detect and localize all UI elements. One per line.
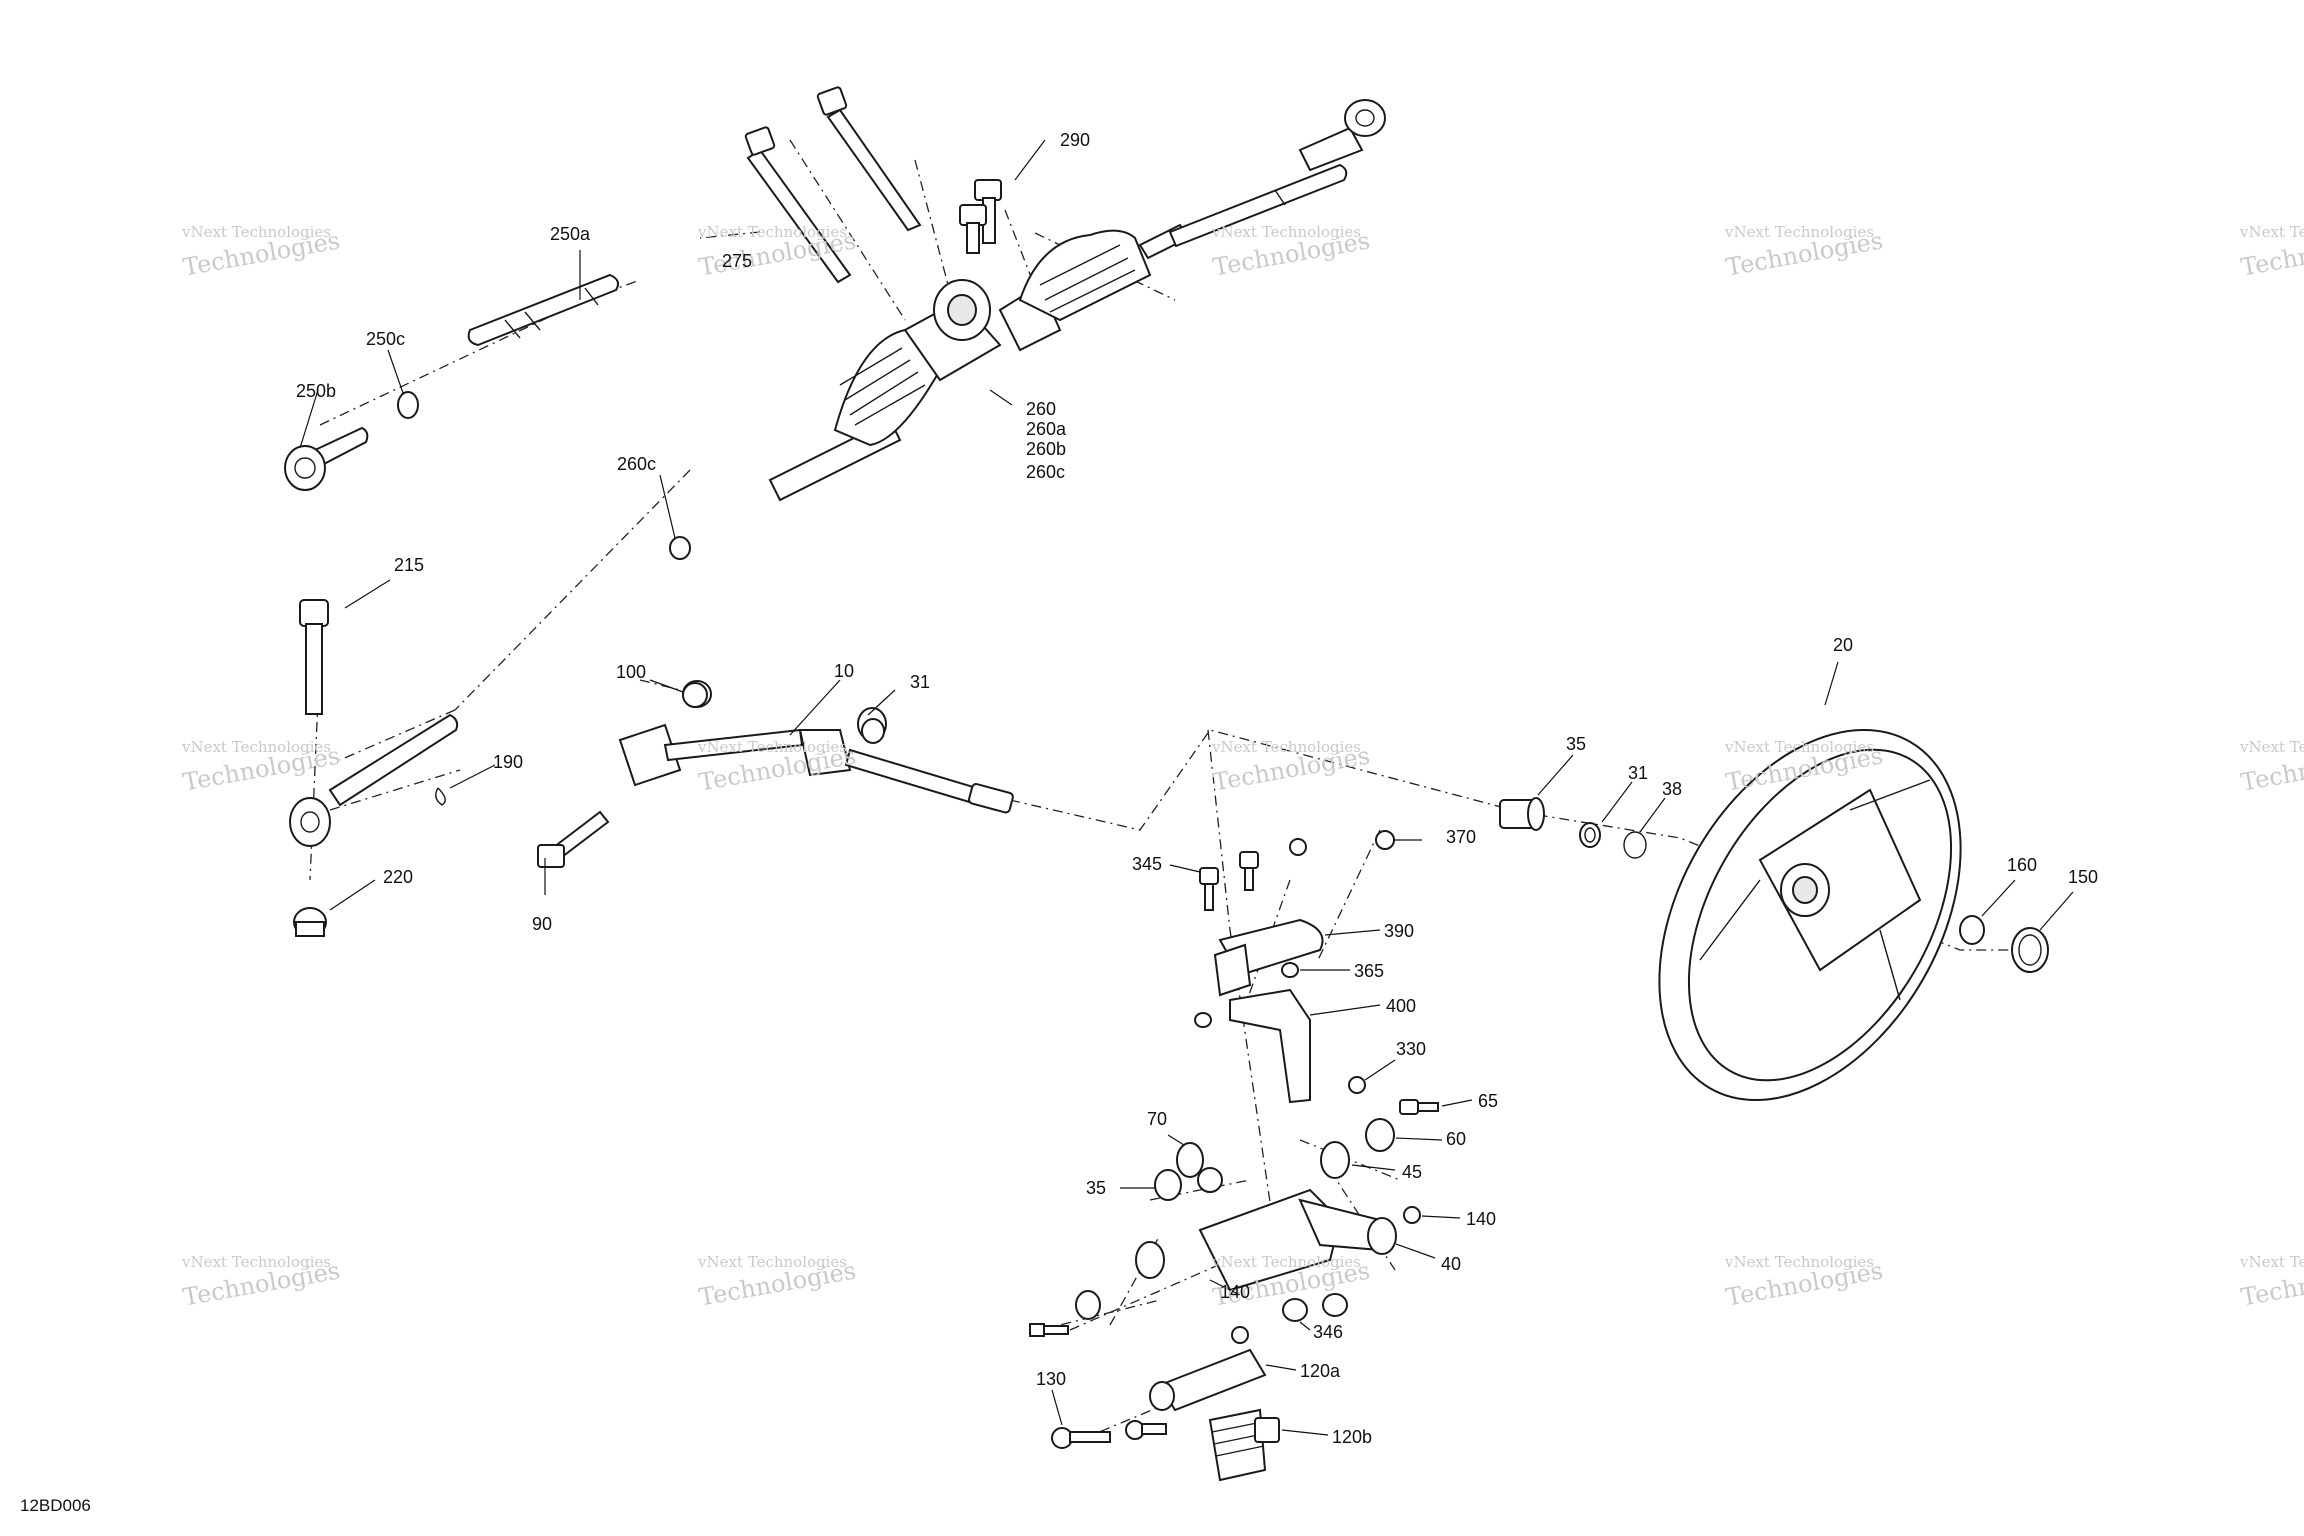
bolt-290 — [959, 179, 1002, 254]
callout-220: 220 — [383, 867, 414, 887]
nut-220 — [293, 907, 327, 937]
bolt-65 — [1399, 1099, 1439, 1115]
callout-260c: 260c — [1026, 462, 1066, 482]
callout-40: 40 — [1441, 1254, 1462, 1274]
tie-rod-end-250b — [284, 426, 369, 491]
plate-400 — [1229, 988, 1311, 1104]
callout-10: 10 — [834, 661, 855, 681]
nuts-346 — [1282, 1293, 1348, 1322]
callout-275: 275 — [722, 251, 753, 271]
callout-260b: 260b — [1026, 439, 1067, 459]
callout-390: 390 — [1384, 921, 1415, 941]
washer-31-upper — [1579, 822, 1601, 848]
callout-60: 60 — [1446, 1129, 1467, 1149]
leader-lines — [299, 139, 2074, 1436]
callout-160: 160 — [2007, 855, 2038, 875]
circlip-38 — [1623, 831, 1647, 859]
callout-100: 100 — [616, 662, 647, 682]
callout-330: 330 — [1396, 1039, 1427, 1059]
cap-150 — [2011, 927, 2049, 973]
bushing-60-45 — [1320, 1118, 1395, 1179]
bracket-40 — [1198, 1188, 1397, 1292]
washers-365 — [1194, 962, 1299, 1028]
callout-346: 346 — [1313, 1322, 1344, 1342]
steering-shaft-10 — [618, 680, 1014, 814]
nut-100 — [682, 682, 708, 708]
callout-140-lower: 140 — [1220, 1282, 1251, 1302]
callout-365: 365 — [1354, 961, 1385, 981]
callout-31-upper: 31 — [1628, 763, 1649, 783]
callout-400: 400 — [1386, 996, 1417, 1016]
callout-215: 215 — [394, 555, 425, 575]
bolt-90 — [537, 810, 610, 868]
boot-120b — [1208, 1408, 1280, 1482]
callout-260c-nut: 260c — [617, 454, 657, 474]
callout-70: 70 — [1147, 1109, 1168, 1129]
callout-38: 38 — [1662, 779, 1683, 799]
steering-wheel-20 — [1658, 729, 1962, 1101]
bolt-215 — [299, 599, 329, 715]
callout-35-upper: 35 — [1566, 734, 1587, 754]
nut-140-right — [1403, 1206, 1421, 1224]
callout-35-lower: 35 — [1086, 1178, 1107, 1198]
callout-260a: 260a — [1026, 419, 1067, 439]
callout-120b: 120b — [1332, 1427, 1373, 1447]
bolts-130 — [1051, 1420, 1167, 1449]
callout-90: 90 — [532, 914, 553, 934]
callout-250a: 250a — [550, 224, 591, 244]
callout-65: 65 — [1478, 1091, 1499, 1111]
callout-260: 260 — [1026, 399, 1057, 419]
callout-140-right: 140 — [1466, 1209, 1497, 1229]
callout-31-shaft: 31 — [910, 672, 931, 692]
diagram-code: 12BD006 — [20, 1496, 91, 1515]
nut-260c — [669, 536, 691, 560]
callout-190: 190 — [493, 752, 524, 772]
bushing-35-upper — [1499, 797, 1545, 831]
callout-345: 345 — [1132, 854, 1163, 874]
steering-rack-260 — [768, 99, 1386, 502]
bolt-140-lower — [1029, 1290, 1101, 1337]
screw-330 — [1348, 1076, 1366, 1094]
callout-45: 45 — [1402, 1162, 1423, 1182]
bolt-275-long — [744, 126, 852, 284]
callout-120a: 120a — [1300, 1361, 1341, 1381]
tie-rod-250a — [467, 273, 619, 347]
callout-20: 20 — [1833, 635, 1854, 655]
callout-290: 290 — [1060, 130, 1091, 150]
callout-370: 370 — [1446, 827, 1477, 847]
callout-150: 150 — [2068, 867, 2099, 887]
bolt-275-long-2 — [816, 86, 922, 232]
callout-130: 130 — [1036, 1369, 1067, 1389]
callout-250c: 250c — [366, 329, 406, 349]
washer-31-left — [861, 718, 885, 744]
bracket-390 — [1213, 918, 1324, 997]
lock-nut-250c — [397, 391, 419, 419]
tie-rod-190 — [289, 713, 459, 847]
nut-160 — [1959, 915, 1985, 945]
bolts-345-370 — [1199, 830, 1395, 911]
actuator-120a — [1149, 1326, 1267, 1412]
bushings-70-35-lower — [1135, 1142, 1223, 1279]
callout-250b: 250b — [296, 381, 337, 401]
